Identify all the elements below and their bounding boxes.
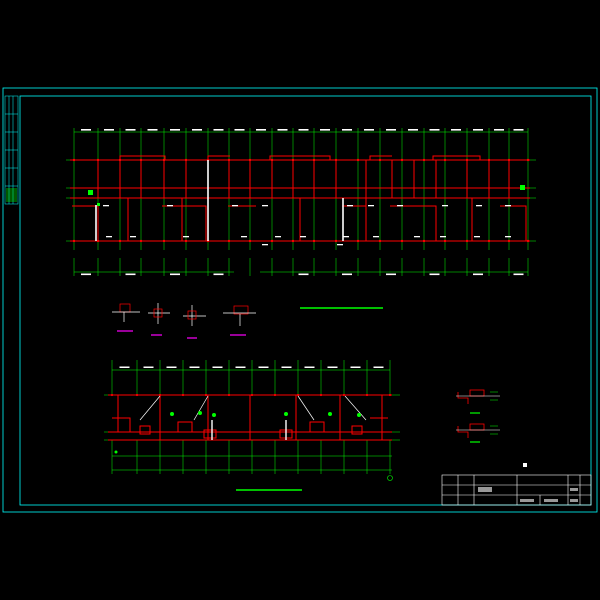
dimension-label-mark — [429, 129, 440, 131]
dimension-label-mark — [386, 129, 396, 131]
dimension-label-mark — [170, 129, 180, 131]
drawing-frame — [2, 87, 598, 513]
annotation-mark — [167, 205, 173, 207]
inner-frame-border — [19, 95, 592, 506]
dimension-label-mark — [327, 366, 338, 368]
dimension-label-mark — [342, 273, 352, 276]
lower-floor-plan — [104, 360, 400, 491]
dimension-label-mark — [189, 366, 200, 368]
lower-thick-walls — [211, 420, 287, 440]
node-detail-3 — [183, 305, 206, 339]
section-details — [456, 389, 527, 467]
dimension-label-mark — [258, 366, 269, 368]
lower-dimension-labels — [119, 366, 384, 368]
lower-stair-diagonals — [139, 395, 367, 421]
upper-interior-walls — [97, 160, 510, 241]
dimension-label-mark — [119, 366, 130, 368]
dimension-label-mark — [170, 273, 180, 276]
lower-fixture-marks — [114, 411, 393, 481]
dimension-label-mark — [473, 273, 483, 276]
dimension-label-mark — [104, 129, 114, 131]
annotation-mark — [275, 236, 281, 238]
annotation-mark — [368, 205, 374, 207]
title-block — [441, 474, 592, 506]
title-block-border — [441, 474, 592, 506]
annotation-mark — [337, 244, 343, 246]
annotation-mark — [476, 205, 482, 207]
node-detail-1 — [112, 303, 140, 332]
dimension-label-mark — [213, 273, 224, 276]
annotation-mark — [505, 236, 511, 238]
annotation-mark — [262, 244, 268, 246]
annotation-mark — [262, 205, 268, 207]
outer-frame-border — [2, 87, 598, 513]
upper-dimension-labels — [81, 129, 524, 276]
upper-room-annotations — [103, 205, 511, 246]
annotation-mark — [106, 236, 112, 238]
lower-walls — [108, 394, 392, 441]
dimension-label-mark — [304, 366, 315, 368]
dimension-label-mark — [386, 273, 396, 276]
dimension-label-mark — [166, 366, 177, 368]
dimension-label-mark — [192, 129, 202, 131]
dimension-label-mark — [373, 366, 384, 368]
dimension-label-mark — [125, 129, 136, 131]
annotation-mark — [241, 236, 247, 238]
dimension-label-mark — [143, 366, 154, 368]
node-detail-4 — [223, 305, 256, 336]
annotation-mark — [474, 236, 480, 238]
annotation-mark — [397, 205, 403, 207]
annotation-mark — [505, 205, 511, 207]
annotation-mark — [347, 205, 353, 207]
dimension-label-mark — [342, 129, 352, 131]
annotation-mark — [103, 205, 109, 207]
dimension-label-mark — [147, 129, 158, 131]
upper-axis-grid — [66, 128, 536, 276]
dimension-label-mark — [81, 273, 91, 276]
upper-floor-plan — [66, 128, 536, 276]
dimension-label-mark — [513, 129, 524, 131]
upper-column-marks — [88, 185, 525, 206]
dimension-label-mark — [364, 129, 374, 131]
annotation-mark — [232, 205, 238, 207]
annotation-mark — [440, 236, 446, 238]
dimension-label-mark — [81, 129, 91, 131]
section-detail-2 — [456, 423, 500, 443]
dimension-label-mark — [298, 129, 309, 131]
node-detail-2 — [148, 303, 170, 336]
dimension-label-mark — [429, 273, 440, 276]
dimension-label-mark — [298, 273, 309, 276]
dimension-label-mark — [513, 273, 524, 276]
section-marker — [523, 463, 527, 467]
annotation-mark — [300, 236, 306, 238]
dimension-label-mark — [234, 129, 245, 131]
dimension-label-mark — [213, 129, 224, 131]
dimension-label-mark — [494, 129, 504, 131]
upper-walls — [70, 155, 530, 242]
dimension-label-mark — [408, 129, 418, 131]
binding-strip — [4, 95, 19, 205]
dimension-label-mark — [350, 366, 361, 368]
annotation-mark — [130, 236, 136, 238]
annotation-mark — [343, 236, 349, 238]
annotation-mark — [442, 205, 448, 207]
dimension-label-mark — [235, 366, 246, 368]
annotation-mark — [183, 236, 189, 238]
annotation-mark — [414, 236, 420, 238]
lower-axis-grid — [104, 360, 400, 474]
dimension-label-mark — [451, 129, 461, 131]
dimension-label-mark — [125, 273, 136, 276]
dimension-label-mark — [281, 366, 292, 368]
dimension-label-mark — [256, 129, 266, 131]
dimension-label-mark — [320, 129, 330, 131]
dimension-label-mark — [473, 129, 483, 131]
node-details — [112, 303, 383, 339]
annotation-mark — [373, 236, 379, 238]
dimension-label-mark — [277, 129, 288, 131]
section-detail-1 — [456, 389, 500, 414]
upper-thick-walls — [95, 160, 344, 241]
dimension-label-mark — [212, 366, 223, 368]
